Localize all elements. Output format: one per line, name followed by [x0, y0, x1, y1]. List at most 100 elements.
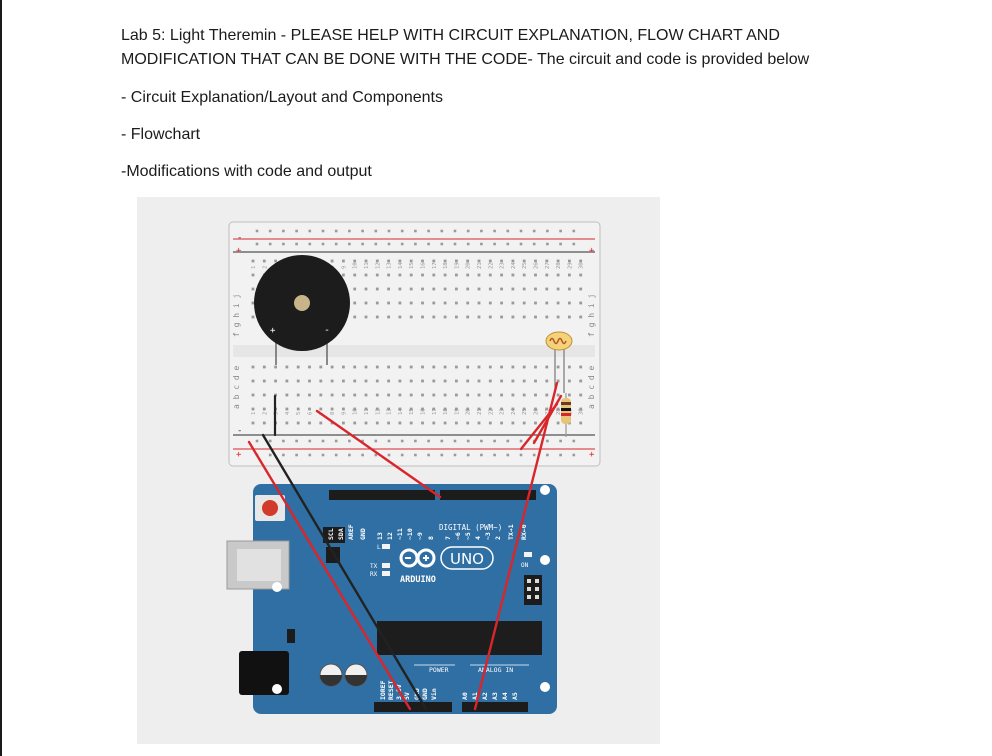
item-circuit-explanation: - Circuit Explanation/Layout and Compone…	[121, 89, 443, 106]
column-number-bottom: 11	[364, 408, 370, 415]
digital-pin-label: ~3	[484, 532, 492, 540]
column-number-bottom: 9	[341, 412, 347, 415]
power-pin-label: Vin	[430, 688, 438, 700]
rail-plus-top: +	[236, 246, 242, 256]
column-number-bottom: 8	[330, 412, 336, 415]
power-pin-label: A4	[501, 692, 509, 700]
column-number-bottom: 16	[421, 408, 427, 415]
column-number-bottom: 1	[251, 412, 257, 415]
column-number-top: 11	[364, 262, 370, 269]
digital-pin-label: 8	[427, 536, 435, 540]
uno-label: UNO	[450, 550, 484, 568]
column-number-top: 15	[409, 262, 415, 269]
page-left-border	[0, 0, 2, 756]
digital-pin-label: 2	[494, 536, 502, 540]
rx-led-label: RX	[370, 571, 378, 578]
row-letters-top-right: f g h i j	[587, 294, 596, 337]
photoresistor	[545, 331, 573, 393]
column-number-bottom: 23	[500, 408, 506, 415]
piezo-buzzer: + -	[254, 255, 350, 365]
column-number-bottom: 25	[522, 408, 528, 415]
analog-in-label: ANALOG IN	[478, 666, 513, 674]
column-number-bottom: 15	[409, 408, 415, 415]
digital-pin-label: ~5	[464, 532, 472, 540]
column-number-top: 13	[387, 262, 393, 269]
column-number-top: 23	[500, 262, 506, 269]
power-pin-label: A3	[491, 692, 499, 700]
arduino-logo	[399, 548, 436, 568]
column-number-top: 24	[511, 262, 517, 269]
power-pin-label: RESET	[387, 680, 395, 700]
column-number-bottom: 24	[511, 408, 517, 415]
wire-red-a0	[473, 381, 559, 711]
column-number-top: 9	[341, 266, 347, 269]
column-number-top: 25	[522, 262, 528, 269]
tx-led-label: TX	[370, 563, 378, 570]
digital-pin-label: AREF	[347, 524, 355, 540]
column-number-bottom: 18	[443, 408, 449, 415]
column-number-top: 30	[579, 262, 585, 269]
column-number-bottom: 19	[454, 408, 460, 415]
on-led-label: ON	[521, 562, 529, 569]
power-pin-label: A0	[461, 692, 469, 700]
column-number-top: 2	[262, 266, 268, 269]
rail-plus-bottom: +	[236, 450, 242, 460]
title-line-1: Lab 5: Light Theremin - PLEASE HELP WITH…	[121, 27, 780, 44]
row-letters-top-left: f g h i j	[232, 294, 241, 337]
column-number-bottom: 30	[579, 408, 585, 415]
power-pin-label: A5	[511, 692, 519, 700]
column-number-bottom: 26	[534, 408, 540, 415]
column-number-bottom: 4	[285, 411, 291, 415]
circuit-figure: + - + + - + f g h i j a b c d e f g h i …	[137, 197, 660, 744]
rail-minus-top: -	[237, 233, 242, 243]
digital-pin-label: RX←0	[520, 524, 528, 540]
column-number-top: 20	[466, 262, 472, 269]
piezo-minus-label: -	[324, 325, 330, 336]
column-number-bottom: 21	[477, 408, 483, 415]
column-number-top: 18	[443, 262, 449, 269]
rail-minus-bottom: -	[237, 426, 242, 436]
digital-pin-label: GND	[359, 528, 367, 540]
item-flowchart: - Flowchart	[121, 126, 201, 143]
column-number-top: 10	[353, 262, 359, 269]
column-number-bottom: 12	[375, 408, 381, 415]
wire-red-5v	[247, 440, 412, 711]
column-number-bottom: 2	[262, 412, 268, 415]
column-number-bottom: 14	[398, 408, 404, 415]
digital-pin-label: SDA	[337, 528, 345, 540]
column-number-top: 16	[421, 262, 427, 269]
wire-red-piezo-pin8	[315, 409, 442, 499]
document-body: Lab 5: Light Theremin - PLEASE HELP WITH…	[121, 24, 961, 197]
digital-pin-label: SCL	[327, 528, 335, 540]
power-label: POWER	[429, 666, 449, 674]
digital-pin-label: 7	[444, 536, 452, 540]
column-number-bottom: 5	[296, 412, 302, 415]
digital-pin-label: ~11	[396, 528, 404, 540]
item-modifications: -Modifications with code and output	[121, 163, 372, 180]
column-number-top: 26	[534, 262, 540, 269]
row-letters-bottom-right: a b c d e	[587, 365, 596, 409]
title-line-2: MODIFICATION THAT CAN BE DONE WITH THE C…	[121, 51, 810, 68]
row-letters-bottom-left: a b c d e	[232, 365, 241, 409]
column-number-top: 12	[375, 262, 381, 269]
wire-black-gnd	[261, 433, 428, 711]
column-number-top: 14	[398, 262, 404, 269]
l-led-label: L	[377, 544, 381, 551]
column-number-bottom: 6	[308, 412, 314, 415]
column-number-bottom: 13	[387, 408, 393, 415]
column-number-bottom: 27	[545, 408, 551, 415]
column-number-top: 22	[488, 262, 494, 269]
column-number-bottom: 3	[274, 412, 280, 415]
arduino-brand-label: ARDUINO	[400, 575, 436, 585]
column-number-bottom: 10	[353, 408, 359, 415]
column-number-bottom: 22	[488, 408, 494, 415]
column-number-top: 27	[545, 262, 551, 269]
rail-plus-top-right: +	[589, 246, 595, 256]
digital-pin-label: ~6	[454, 532, 462, 540]
power-pin-label: GND	[421, 688, 429, 700]
column-number-top: 17	[432, 262, 438, 269]
digital-pin-label: 13	[376, 532, 384, 540]
column-number-top: 1	[251, 266, 257, 269]
